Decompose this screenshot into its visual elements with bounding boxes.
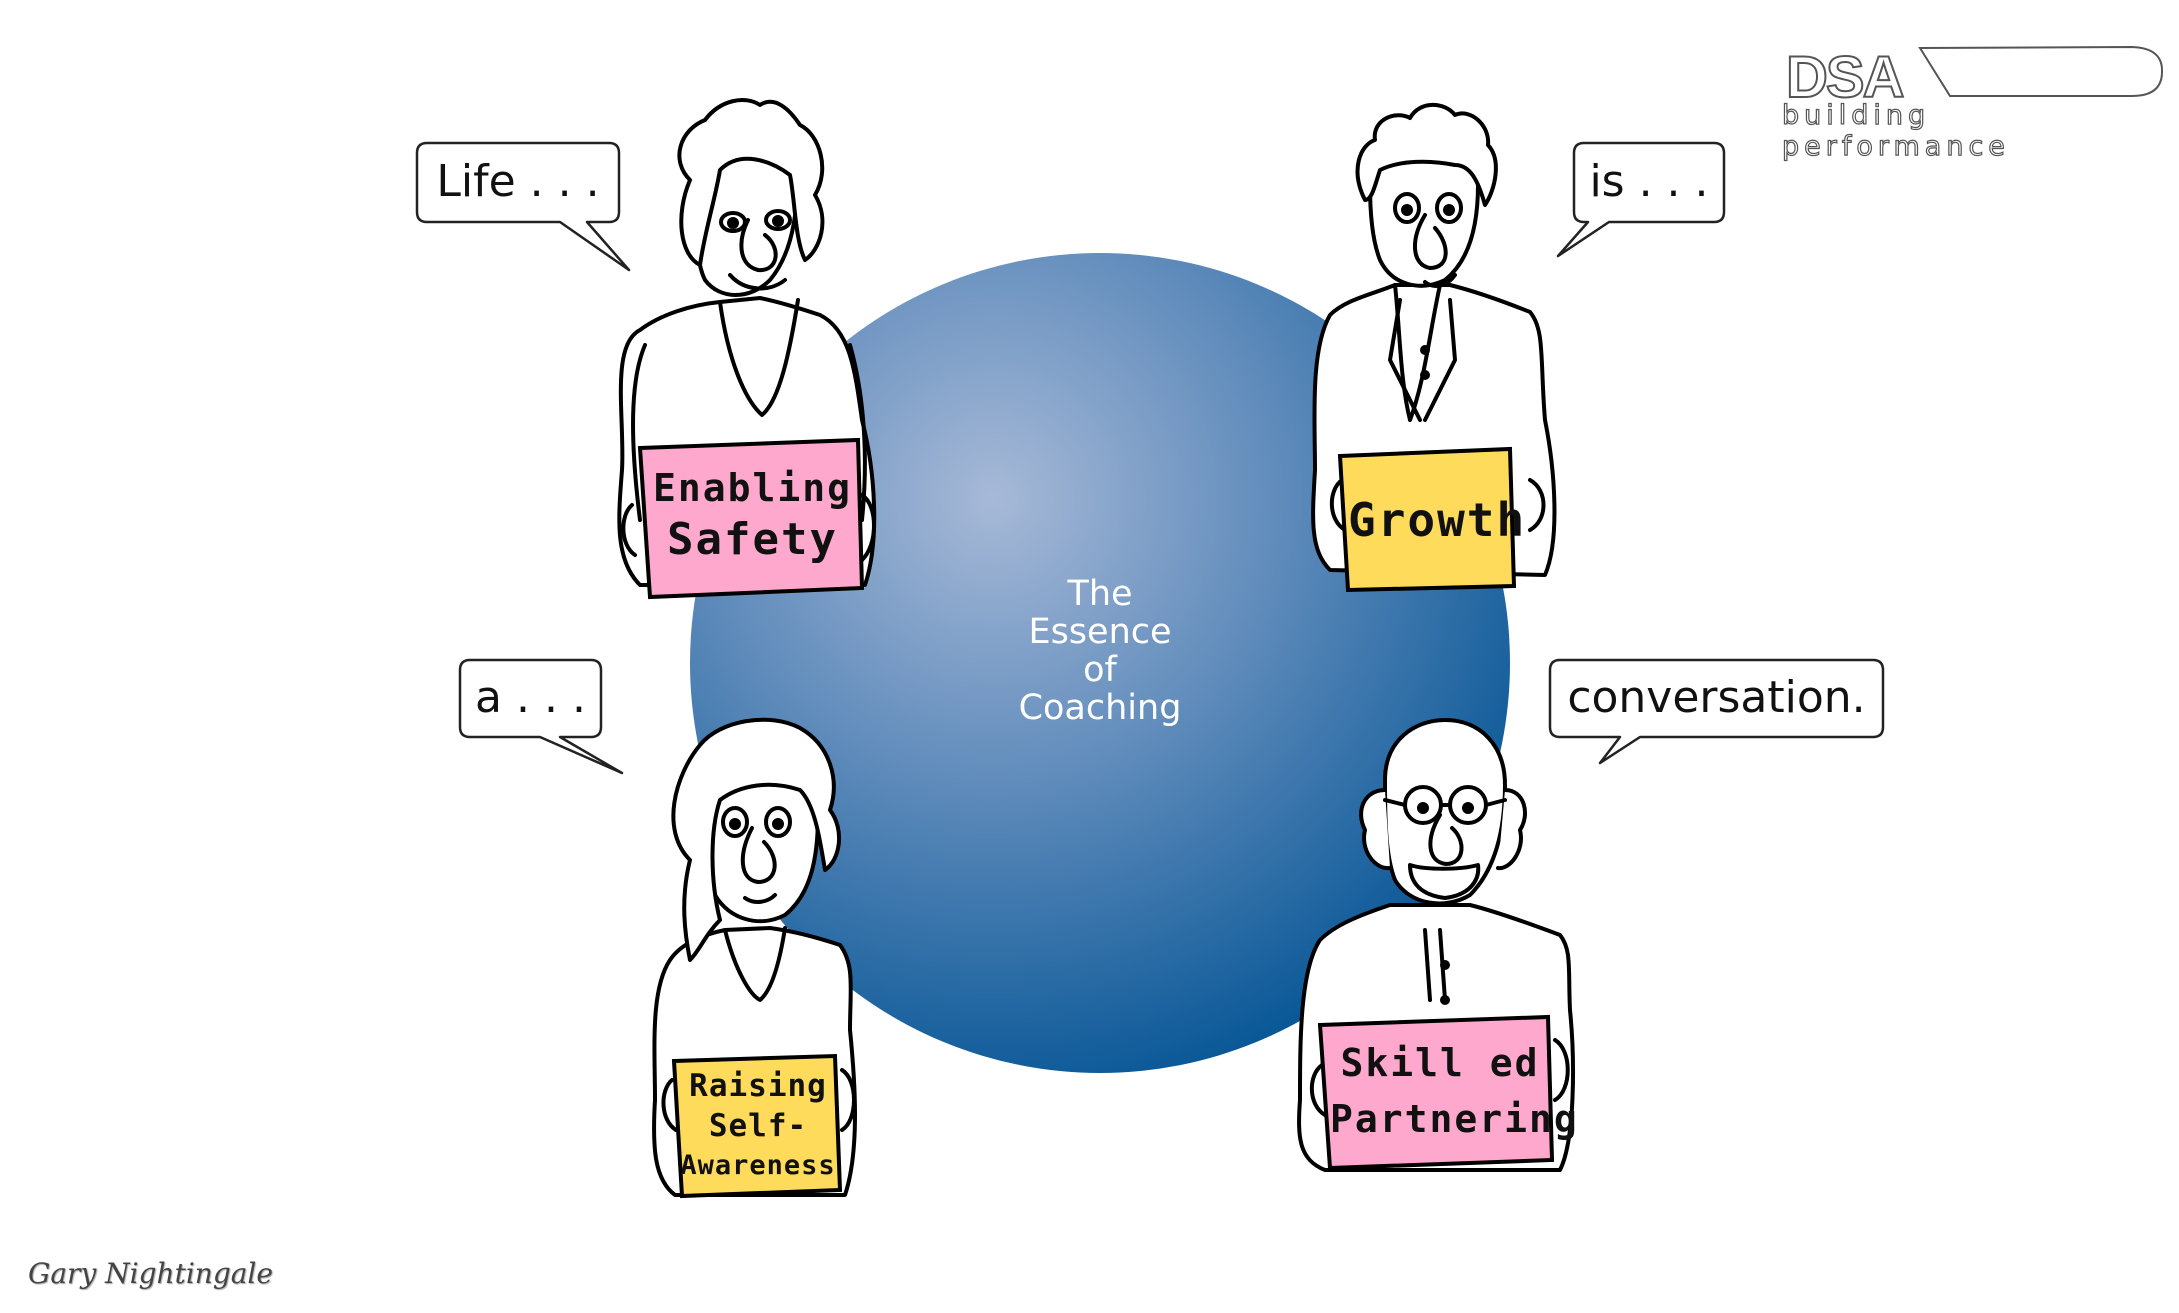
title-line-2: Essence — [1028, 612, 1172, 652]
sign-growth: Growth — [1348, 493, 1527, 547]
sign-line: Partnering — [1330, 1097, 1579, 1141]
sign-skilled-partnering: Skill ed Partnering — [1330, 1035, 1579, 1147]
sign-enabling-safety: Enabling Safety — [650, 462, 855, 566]
speech-bubble-a-shape — [458, 658, 624, 775]
title-line-3: of — [1083, 650, 1117, 690]
speech-bubble-shapes — [415, 141, 1885, 775]
title-line-4: Coaching — [1018, 688, 1182, 728]
speech-bubble-a: a . . . — [475, 672, 586, 723]
sign-line: Safety — [667, 514, 838, 565]
sign-line: Awareness — [680, 1150, 836, 1181]
logo-tagline: building performance — [1781, 99, 2010, 162]
speech-bubble-life-shape — [415, 141, 631, 272]
sign-line: Growth — [1348, 493, 1527, 547]
sign-raising-self-awareness: Raising Self- Awareness — [678, 1066, 838, 1186]
sign-board-growth — [1337, 446, 1517, 593]
logo-dsa: DSA — [1785, 44, 1905, 111]
central-sphere — [690, 253, 1510, 1073]
logo-swoosh-bar — [1918, 45, 2164, 97]
sign-line: Self- — [708, 1108, 808, 1144]
speech-bubble-life: Life . . . — [436, 156, 600, 207]
sign-board-skilled-partnering — [1317, 1014, 1555, 1171]
speech-bubble-conversation-shape — [1548, 658, 1885, 765]
artist-signature: Gary Nightingale — [28, 1257, 273, 1290]
title-line-1: The — [1067, 574, 1133, 614]
speech-bubble-is: is . . . — [1589, 156, 1709, 207]
sign-line: Raising — [689, 1068, 827, 1104]
sign-line: Skill ed — [1340, 1041, 1540, 1085]
sign-board-raising-self-awareness — [671, 1053, 843, 1199]
sign-board-enabling-safety — [637, 437, 865, 600]
sign-line: Enabling — [652, 466, 853, 510]
speech-bubble-is-shape — [1556, 141, 1726, 258]
sphere-title: The Essence of Coaching — [900, 575, 1300, 727]
speech-bubble-conversation: conversation. — [1567, 672, 1866, 723]
